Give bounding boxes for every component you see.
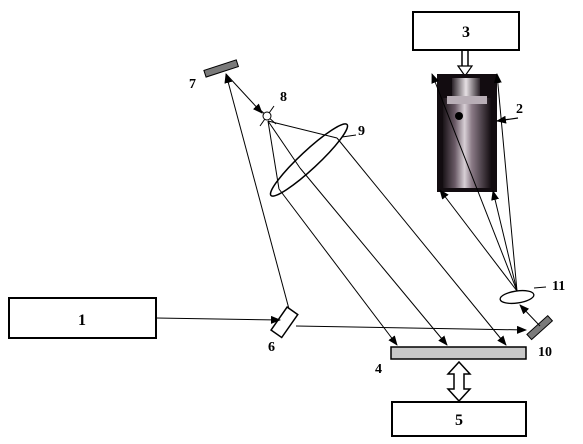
ray-lens-to-4-left xyxy=(278,188,398,346)
label-1: 1 xyxy=(78,312,86,329)
label-2: 2 xyxy=(516,102,523,117)
lens-11 xyxy=(499,289,535,305)
block-1 xyxy=(8,297,157,339)
ray-11-to-2-d xyxy=(491,190,518,292)
ray-11-to-2-b xyxy=(439,189,518,292)
mirror-7 xyxy=(203,59,240,78)
element-8 xyxy=(257,105,277,127)
lens-9 xyxy=(269,123,349,197)
label-3: 3 xyxy=(462,24,470,41)
label-9: 9 xyxy=(358,124,365,139)
detector-cylinder-2 xyxy=(437,74,497,192)
sample-plate-4 xyxy=(390,346,527,360)
block-3 xyxy=(412,11,520,51)
label-6: 6 xyxy=(268,340,275,355)
ray-lens-to-4-right xyxy=(336,137,507,346)
label-7: 7 xyxy=(189,77,196,92)
ray-lens-to-4-mid xyxy=(299,167,448,346)
mirror-10 xyxy=(526,314,554,341)
ray-8-to-lens-bottom xyxy=(267,120,280,190)
arrow-3-to-2 xyxy=(456,51,474,78)
ray-8-to-lens-mid xyxy=(267,120,301,169)
label-4: 4 xyxy=(375,362,382,377)
label-11: 11 xyxy=(552,279,565,294)
label-5: 5 xyxy=(455,412,463,429)
pointer-11 xyxy=(533,286,547,289)
ray-1-to-6 xyxy=(155,315,281,324)
label-8: 8 xyxy=(280,90,287,105)
label-10: 10 xyxy=(538,345,552,360)
rays xyxy=(155,73,541,346)
ray-8-to-lens-top xyxy=(267,120,338,139)
ray-10-to-11 xyxy=(519,304,541,327)
pointer-9 xyxy=(341,134,357,138)
ray-6-to-10 xyxy=(295,325,527,334)
double-arrow-4-5 xyxy=(446,360,472,403)
ray-11-to-2-c xyxy=(493,73,518,292)
pointer-2 xyxy=(496,115,519,124)
ray-6-to-7 xyxy=(224,73,290,310)
beam-splitter-6 xyxy=(270,306,299,339)
ray-11-to-2-a xyxy=(431,73,518,292)
ray-7-to-8 xyxy=(225,73,263,114)
